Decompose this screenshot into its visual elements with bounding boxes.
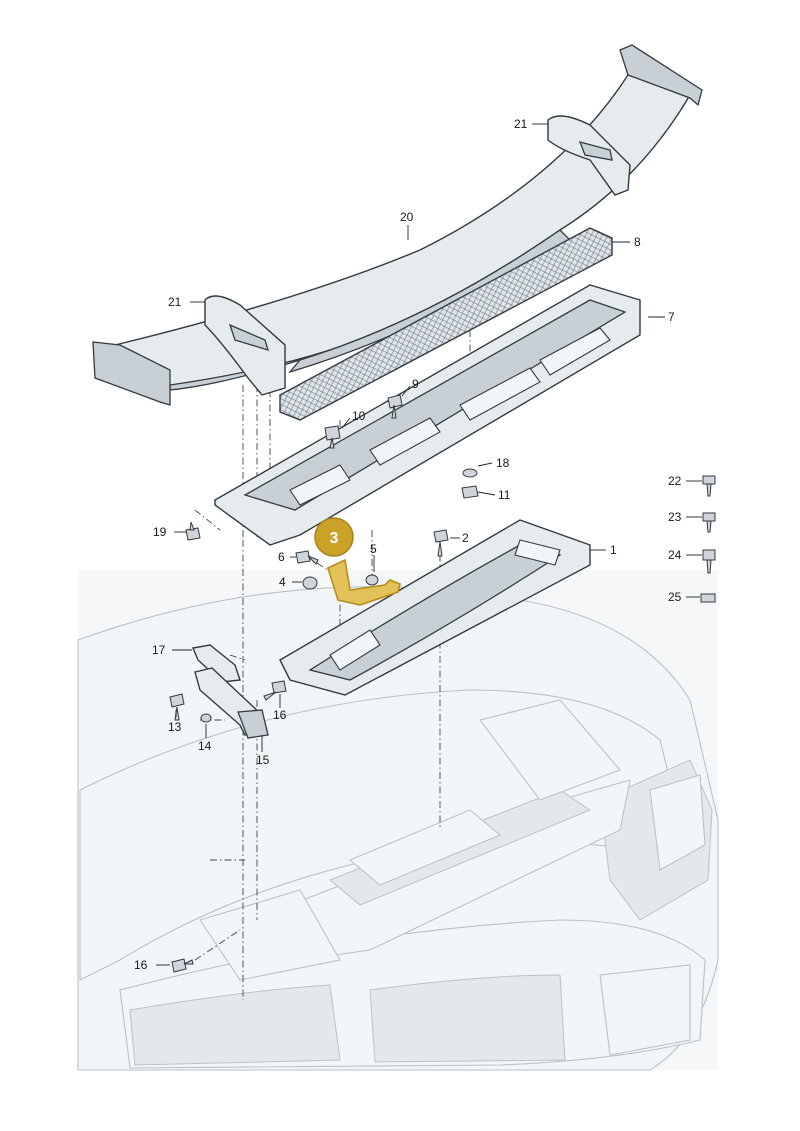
callout-6: 6 — [278, 550, 285, 564]
callout-10: 10 — [352, 409, 366, 423]
fasteners — [169, 394, 716, 973]
callout-16-lower: 16 — [134, 958, 148, 972]
callout-5: 5 — [370, 542, 377, 556]
leader-lines — [156, 123, 702, 966]
callout-1: 1 — [610, 543, 617, 557]
base-frame — [279, 519, 591, 696]
highlighted-bracket — [327, 558, 401, 606]
callout-18: 18 — [496, 456, 510, 470]
callout-4: 4 — [279, 575, 286, 589]
callout-23: 23 — [668, 510, 682, 524]
callout-24: 24 — [668, 548, 682, 562]
mesh-grille — [279, 227, 613, 421]
callout-13: 13 — [168, 720, 182, 734]
rear-wing-assembly — [92, 44, 703, 406]
callout-8: 8 — [634, 235, 641, 249]
callout-16-upper: 16 — [273, 708, 287, 722]
callout-labels: 1 2 4 5 6 7 8 9 10 11 13 14 15 16 16 17 … — [134, 117, 682, 972]
spoiler-carrier-panel — [214, 284, 641, 546]
callout-21-upper: 21 — [514, 117, 528, 131]
callout-7: 7 — [668, 310, 675, 324]
callout-22: 22 — [668, 474, 682, 488]
callout-15: 15 — [256, 753, 270, 767]
callout-21-lower: 21 — [168, 295, 182, 309]
callout-25: 25 — [668, 590, 682, 604]
callout-19: 19 — [153, 525, 167, 539]
callout-11: 11 — [498, 488, 511, 502]
callout-2: 2 — [462, 531, 469, 545]
highlight-badge-label: 3 — [330, 530, 339, 547]
highlight-badge: 3 — [314, 517, 354, 557]
callout-17: 17 — [152, 643, 166, 657]
callout-20: 20 — [400, 210, 414, 224]
hinge-assembly — [192, 644, 269, 739]
callout-14: 14 — [198, 739, 212, 753]
highlight-badge-circle — [314, 517, 354, 557]
callout-9: 9 — [412, 377, 419, 391]
